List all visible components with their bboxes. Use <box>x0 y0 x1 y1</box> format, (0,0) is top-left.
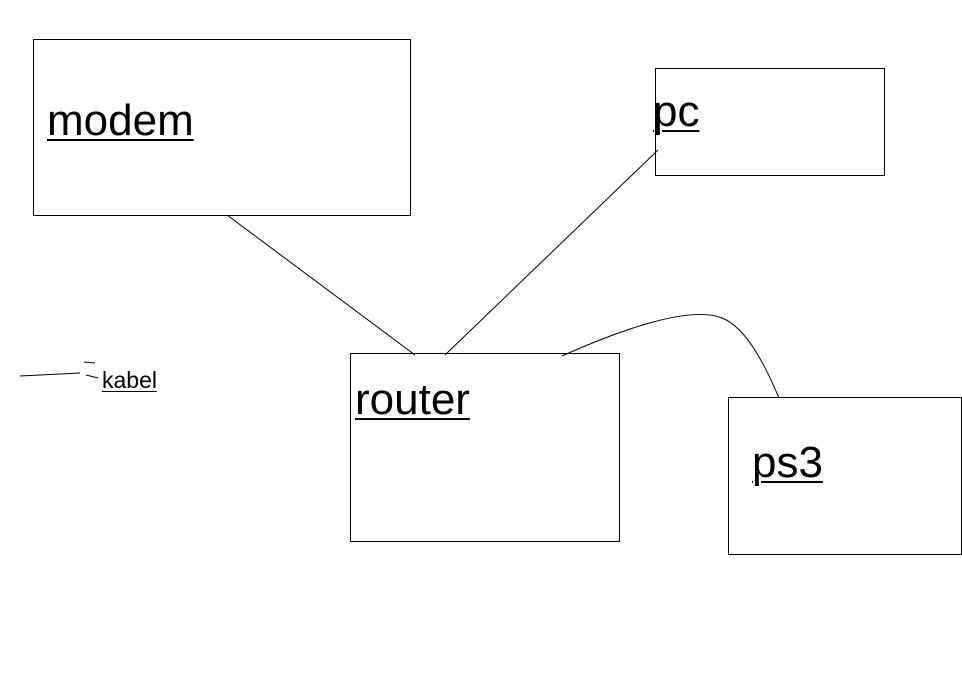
legend-cable-sample <box>19 372 81 377</box>
legend-cable-tick-lower <box>85 374 99 379</box>
pc-label: pc <box>653 87 700 136</box>
cable-router-ps3 <box>561 314 780 399</box>
legend-cable-label: kabel <box>102 367 157 393</box>
pc-box: pc <box>653 68 885 176</box>
modem-label: modem <box>47 96 194 145</box>
ps3-label: ps3 <box>752 438 823 487</box>
ps3-box: ps3 <box>728 397 962 555</box>
legend-cable-tick <box>83 361 96 364</box>
cable-pc-router <box>444 149 659 356</box>
router-label: router <box>355 375 470 424</box>
cable-modem-router <box>226 214 416 356</box>
router-box: router <box>350 353 620 542</box>
modem-box: modem <box>33 39 411 216</box>
